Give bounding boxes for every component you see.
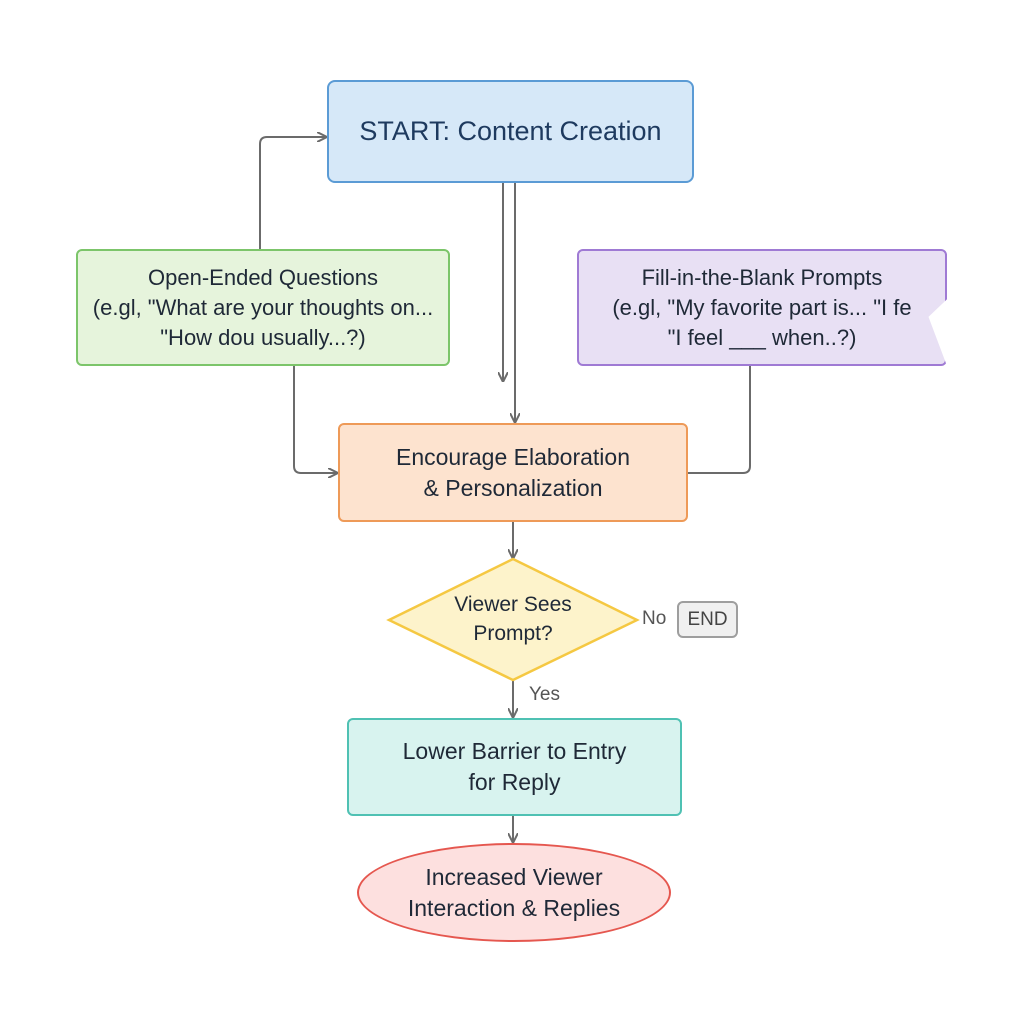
open-ended-title: Open-Ended Questions bbox=[148, 264, 378, 290]
start-node-text: START: Content Creation bbox=[359, 116, 662, 146]
open-ended-example-2: "How dou usually...?) bbox=[160, 324, 366, 350]
end-node-text: END bbox=[687, 608, 728, 630]
lower-barrier-line-1: Lower Barrier to Entry bbox=[402, 738, 627, 764]
start-node: START: Content Creation bbox=[327, 80, 694, 183]
outcome-node: Increased Viewer Interaction & Replies bbox=[357, 843, 671, 942]
connector-open-to-encourage bbox=[293, 366, 336, 473]
edge-label-yes: Yes bbox=[529, 684, 560, 705]
connector-fill-to-encourage bbox=[688, 366, 751, 474]
edge-label-no: No bbox=[642, 608, 667, 629]
outcome-line-2: Interaction & Replies bbox=[407, 894, 621, 921]
decision-line-1: Viewer Sees bbox=[454, 593, 572, 616]
fill-in-the-blank-node: Fill-in-the-Blank Prompts (e.gl, "My fav… bbox=[577, 249, 947, 366]
encourage-elaboration-node: Encourage Elaboration & Personalization bbox=[338, 423, 688, 522]
fill-blank-title: Fill-in-the-Blank Prompts bbox=[641, 264, 883, 290]
open-ended-example-1: (e.gl, "What are your thoughts on... bbox=[92, 294, 434, 320]
fill-blank-example-1: (e.gl, "My favorite part is... "I fe bbox=[612, 294, 912, 320]
encourage-line-1: Encourage Elaboration bbox=[396, 443, 630, 470]
decision-node-label: Viewer Sees Prompt? bbox=[420, 580, 606, 658]
connector-open-to-start bbox=[259, 137, 325, 249]
lower-barrier-line-2: for Reply bbox=[468, 769, 561, 795]
open-ended-questions-node: Open-Ended Questions (e.gl, "What are yo… bbox=[76, 249, 450, 366]
encourage-line-2: & Personalization bbox=[423, 474, 603, 501]
decision-diamond bbox=[386, 557, 640, 682]
lower-barrier-node: Lower Barrier to Entry for Reply bbox=[347, 718, 682, 816]
end-node: END bbox=[677, 601, 738, 638]
decision-line-2: Prompt? bbox=[473, 622, 553, 645]
outcome-line-1: Increased Viewer bbox=[425, 863, 603, 890]
fill-blank-example-2: "I feel ___ when..?) bbox=[667, 324, 857, 350]
